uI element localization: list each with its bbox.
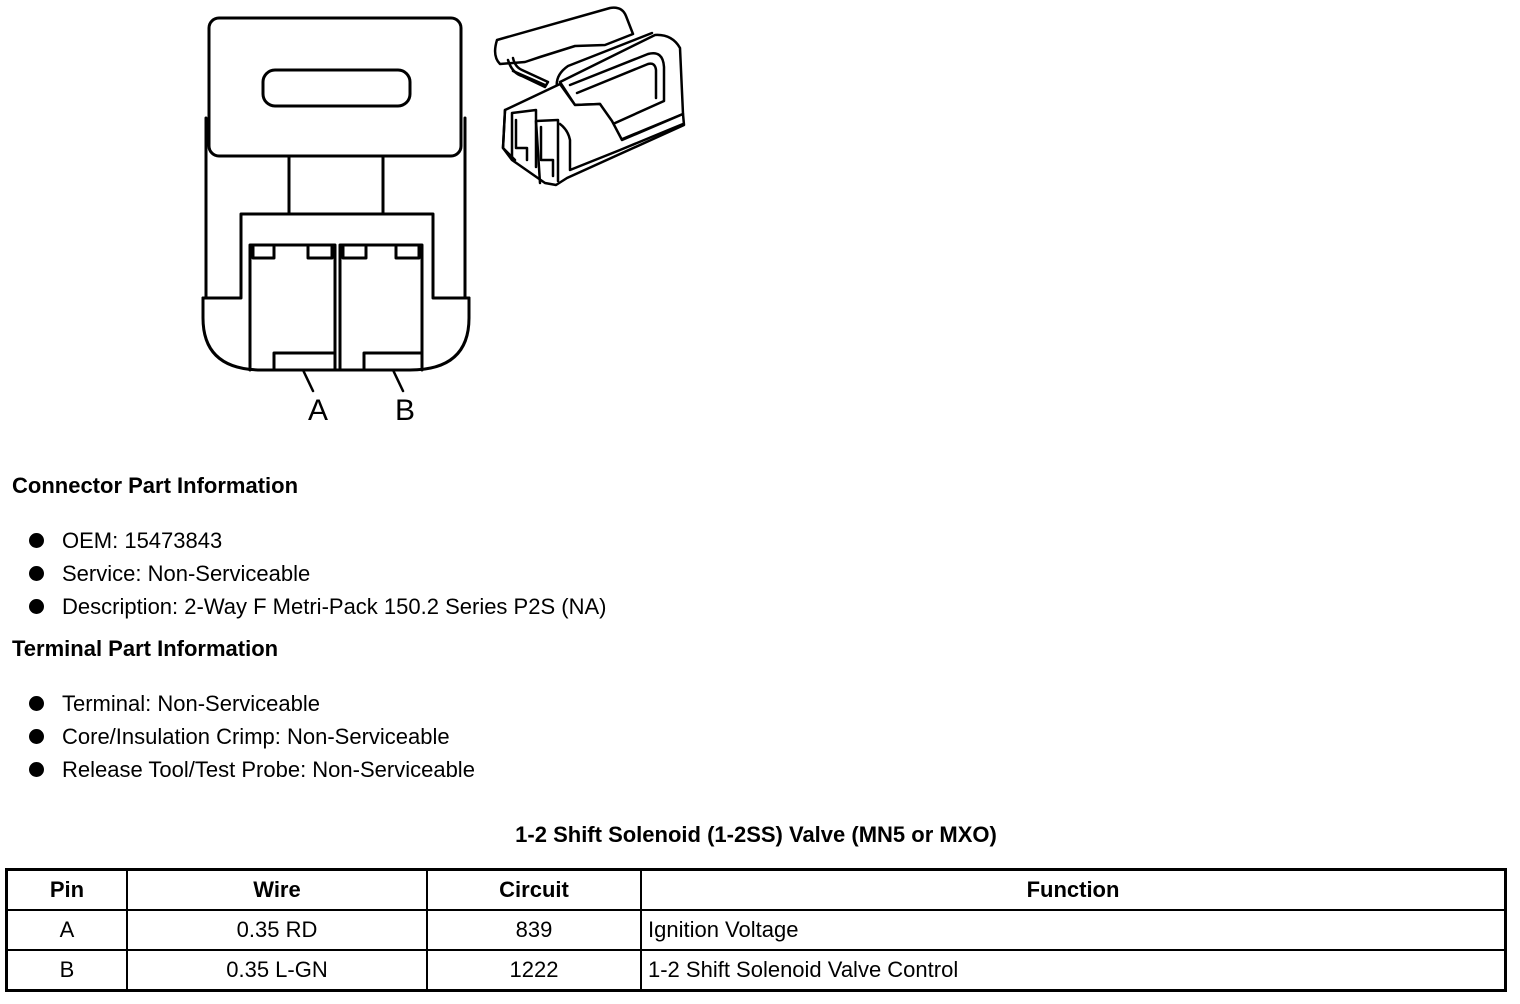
crimp-status: Core/Insulation Crimp: Non-Serviceable (62, 724, 450, 749)
service-status: Service: Non-Serviceable (62, 561, 311, 586)
cell-function: 1-2 Shift Solenoid Valve Control (640, 949, 1507, 992)
list-item: Core/Insulation Crimp: Non-Serviceable (28, 720, 475, 753)
pin-label-a: A (308, 394, 328, 427)
connector-diagram: A B (201, 6, 686, 427)
list-item: Release Tool/Test Probe: Non-Serviceable (28, 753, 475, 786)
table-header-row: Pin Wire Circuit Function (5, 868, 1507, 911)
cell-wire: 0.35 L-GN (126, 949, 428, 992)
cell-circuit: 1222 (426, 949, 642, 992)
table-row: B 0.35 L-GN 1222 1-2 Shift Solenoid Valv… (5, 949, 1507, 992)
header-wire: Wire (126, 868, 428, 911)
connector-description: Description: 2-Way F Metri-Pack 150.2 Se… (62, 594, 607, 619)
cell-wire: 0.35 RD (126, 909, 428, 951)
header-circuit: Circuit (426, 868, 642, 911)
connector-part-heading: Connector Part Information (12, 473, 299, 498)
release-tool-status: Release Tool/Test Probe: Non-Serviceable (62, 757, 475, 782)
bullet-icon (29, 566, 44, 581)
terminal-status: Terminal: Non-Serviceable (62, 691, 320, 716)
terminal-part-heading: Terminal Part Information (12, 636, 279, 661)
header-function: Function (640, 868, 1507, 911)
terminal-part-list: Terminal: Non-Serviceable Core/Insulatio… (28, 687, 475, 786)
cell-circuit: 839 (426, 909, 642, 951)
pinout-table: Pin Wire Circuit Function A 0.35 RD 839 … (5, 868, 1507, 992)
bullet-icon (29, 729, 44, 744)
table-row: A 0.35 RD 839 Ignition Voltage (5, 909, 1507, 951)
bullet-icon (29, 599, 44, 614)
bullet-icon (29, 533, 44, 548)
list-item: Service: Non-Serviceable (28, 557, 606, 590)
list-item: OEM: 15473843 (28, 524, 606, 557)
bullet-icon (29, 696, 44, 711)
connector-isometric-view (493, 6, 686, 187)
oem-part-number: OEM: 15473843 (62, 528, 223, 553)
list-item: Terminal: Non-Serviceable (28, 687, 475, 720)
connector-part-list: OEM: 15473843 Service: Non-Serviceable D… (28, 524, 606, 623)
cell-pin: A (5, 909, 128, 951)
list-item: Description: 2-Way F Metri-Pack 150.2 Se… (28, 590, 606, 623)
connector-face-view (201, 16, 471, 393)
bullet-icon (29, 762, 44, 777)
table-title: 1-2 Shift Solenoid (1-2SS) Valve (MN5 or… (515, 822, 997, 847)
pin-label-b: B (395, 394, 415, 427)
header-pin: Pin (5, 868, 128, 911)
cell-pin: B (5, 949, 128, 992)
cell-function: Ignition Voltage (640, 909, 1507, 951)
